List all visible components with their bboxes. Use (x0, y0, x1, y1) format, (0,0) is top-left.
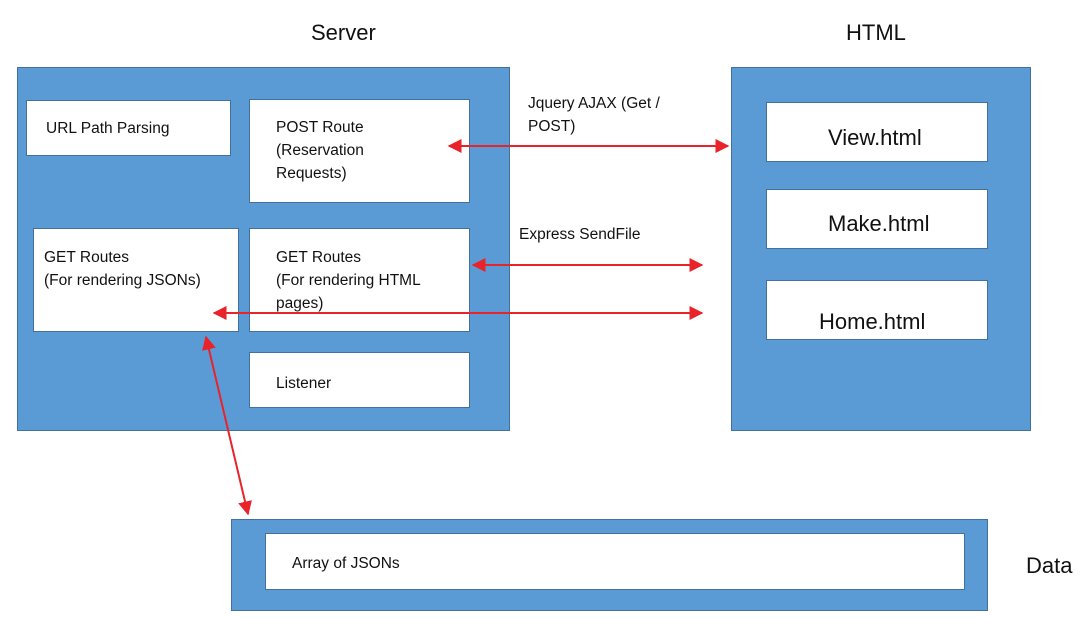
get-routes-json-label: GET Routes (For rendering JSONs) (44, 249, 201, 289)
listener-box: Listener (249, 352, 470, 408)
listener-label: Listener (276, 375, 332, 392)
url-path-parsing-label: URL Path Parsing (46, 120, 170, 137)
post-route-label: POST Route (Reservation Requests) (276, 119, 364, 182)
server-heading: Server (311, 20, 376, 45)
data-heading: Data (1026, 553, 1073, 578)
array-of-jsons-box: Array of JSONs (265, 533, 965, 590)
html-heading: HTML (846, 20, 906, 45)
post-route-box: POST Route (Reservation Requests) (249, 99, 470, 203)
view-html-label: View.html (828, 125, 922, 150)
array-of-jsons-label: Array of JSONs (292, 555, 400, 572)
data-arrow (202, 335, 252, 516)
make-html-box: Make.html (766, 189, 988, 249)
get-routes-json-box: GET Routes (For rendering JSONs) (33, 228, 239, 332)
view-html-box: View.html (766, 102, 988, 162)
ajax-label: Jquery AJAX (Get / POST) (528, 95, 660, 135)
url-path-parsing-box: URL Path Parsing (26, 100, 231, 156)
home-html-box: Home.html (766, 280, 988, 340)
make-html-label: Make.html (828, 211, 930, 236)
home-html-label: Home.html (819, 309, 926, 334)
sendfile-label: Express SendFile (519, 226, 641, 243)
